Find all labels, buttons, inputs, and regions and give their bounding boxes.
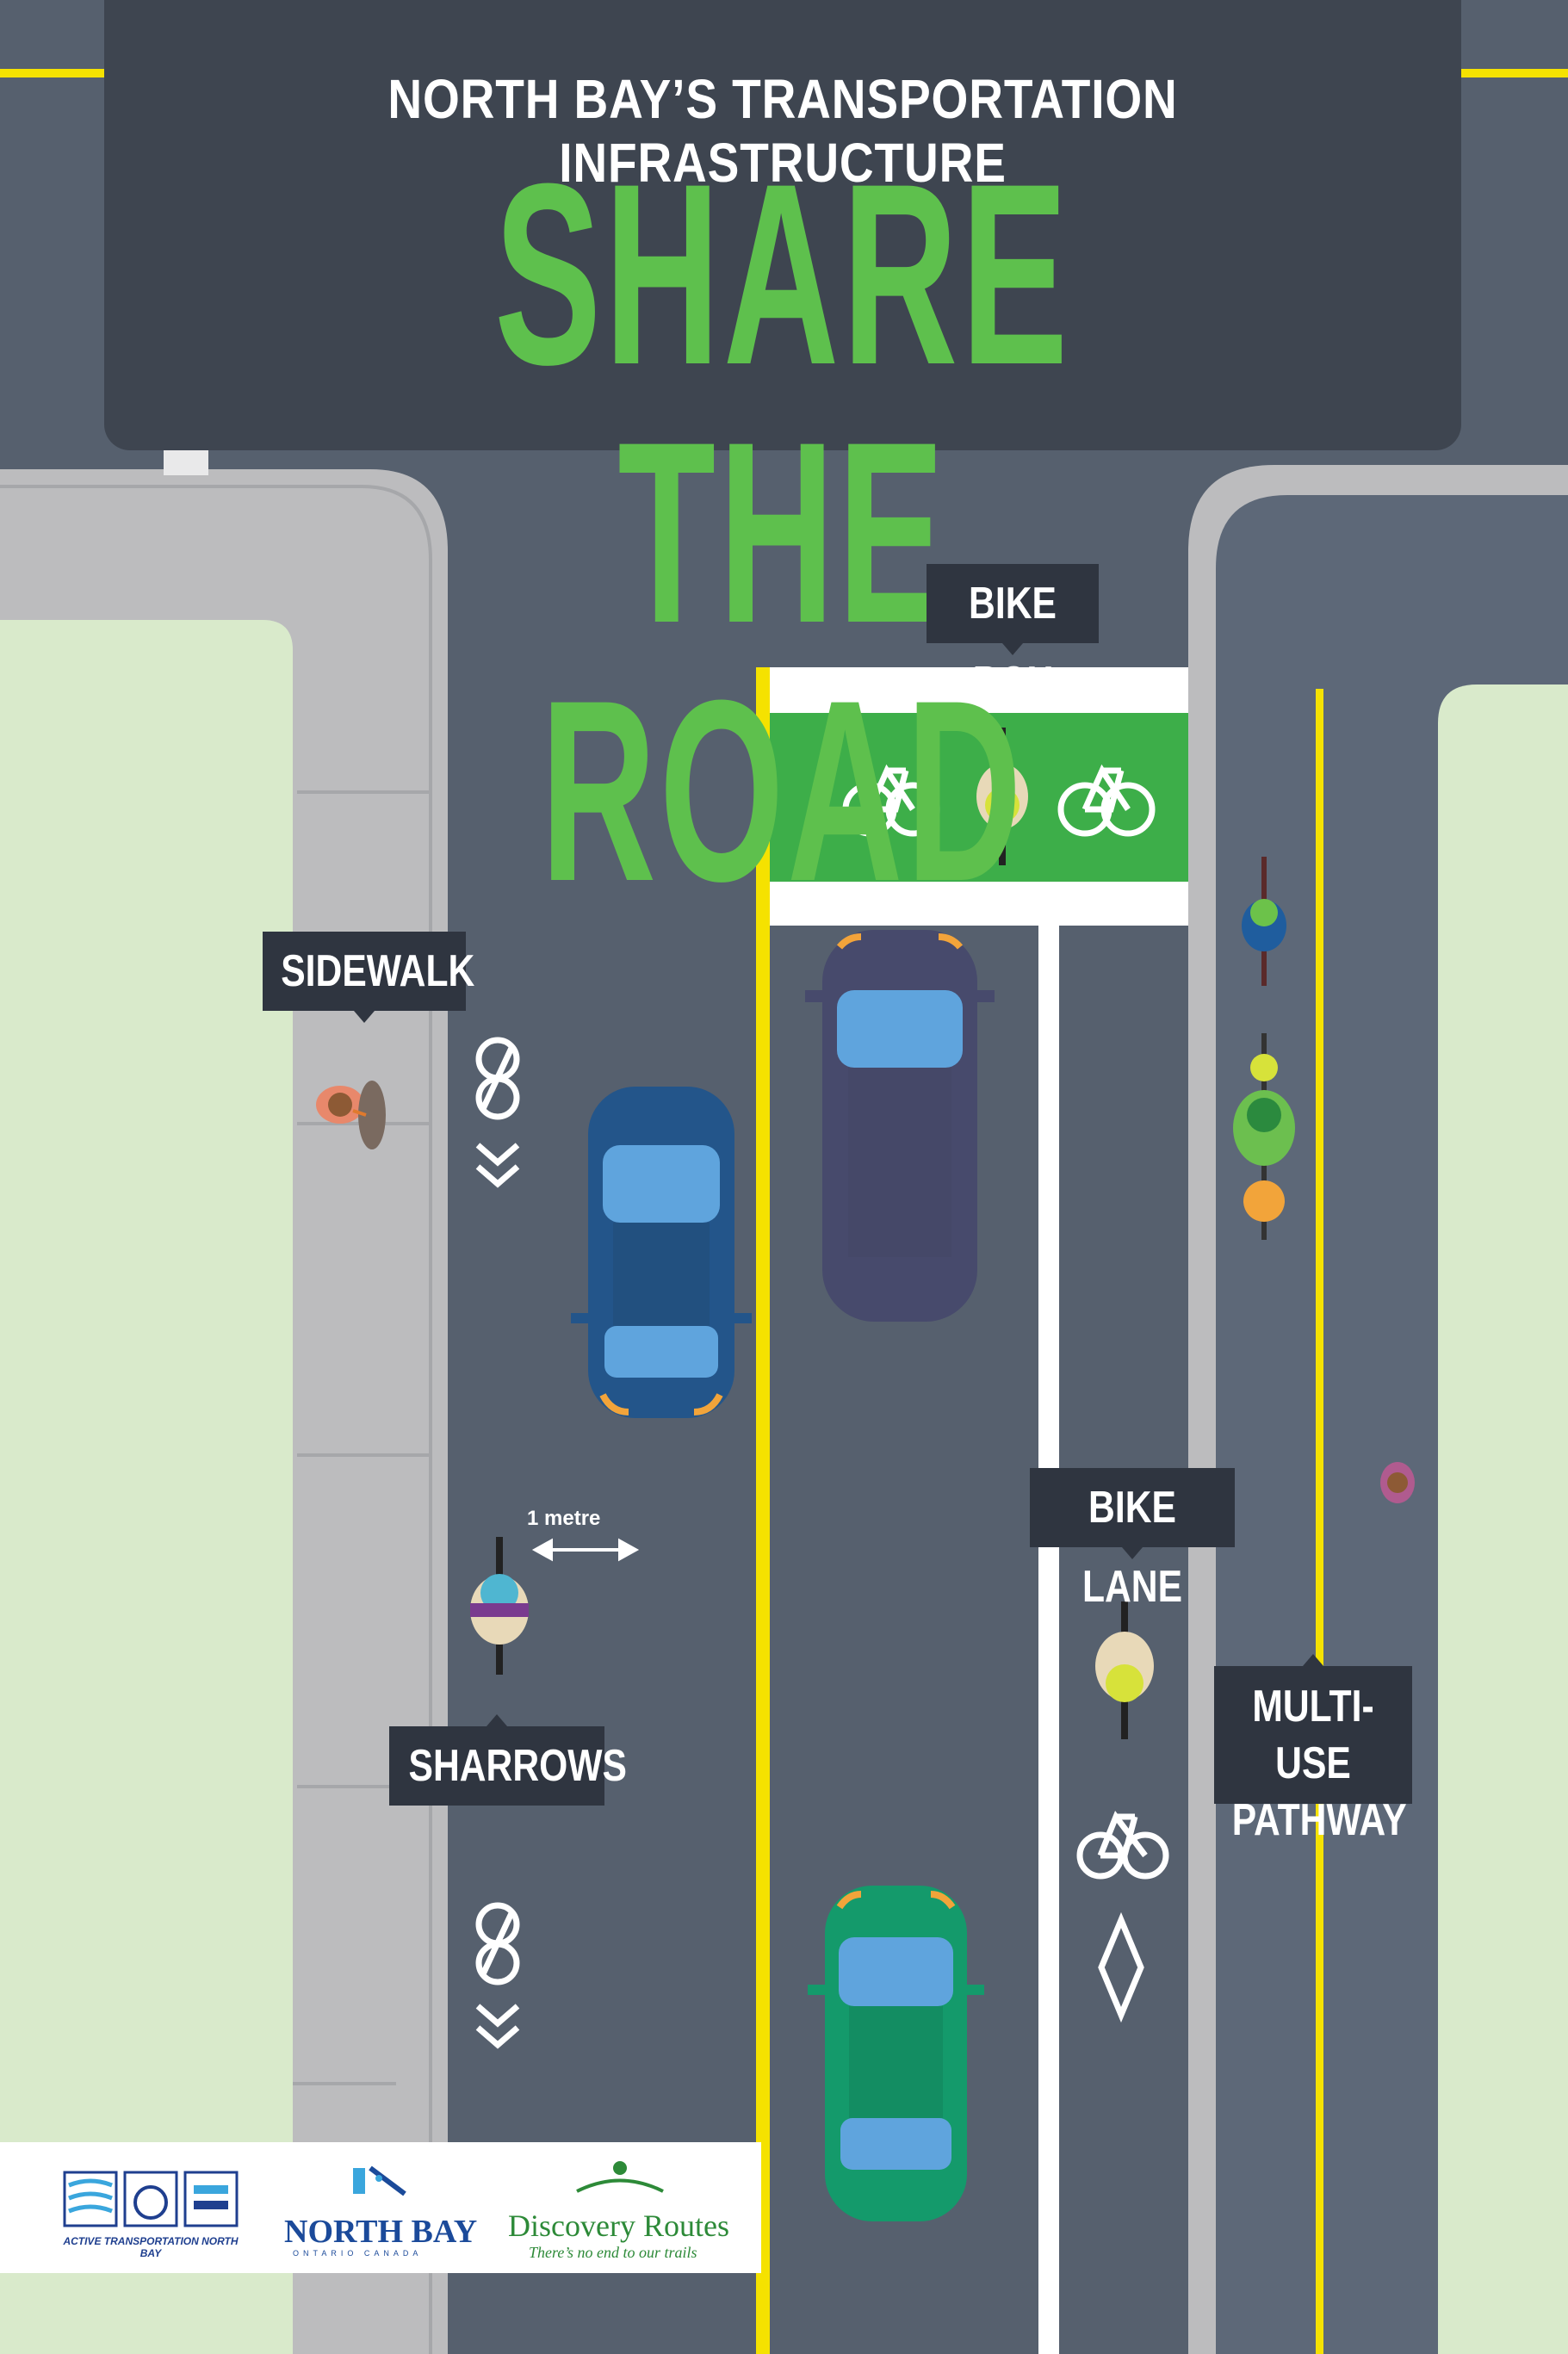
- bike-box-area: [770, 667, 1188, 926]
- cyclist-bike-lane: [1095, 1601, 1154, 1739]
- north-bay-logo-text: NORTH BAY: [284, 2214, 478, 2250]
- sharrow-marking-2: [475, 1902, 520, 2049]
- discovery-routes-tagline: There’s no end to our trails: [529, 2244, 697, 2261]
- right-grass: [1438, 685, 1568, 2354]
- yellow-line-left: [0, 69, 104, 77]
- multi-use-pathway-label: MULTI-USE PATHWAY: [1214, 1654, 1412, 1845]
- sidewalk-label: SIDEWALK: [263, 932, 474, 1023]
- one-metre-label: 1 metre: [527, 1507, 601, 1530]
- pedestrian-with-dog: [316, 1081, 386, 1149]
- north-bay-emblem-icon: [353, 2165, 406, 2196]
- pathway-cyclist-2: [1233, 1033, 1295, 1240]
- north-bay-logo-sub: ONTARIO CANADA: [293, 2249, 423, 2258]
- discovery-routes-logo-text: Discovery Routes: [508, 2208, 729, 2243]
- green-car: [808, 1886, 984, 2221]
- road-centre-line: [756, 667, 770, 2354]
- cyclist-sharrows: [470, 1537, 529, 1675]
- sharrow-marking-1: [475, 1037, 520, 1188]
- discovery-routes-emblem-icon: [576, 2161, 664, 2193]
- bike-box-label: BIKE BOX: [927, 564, 1099, 708]
- left-grass: [0, 620, 293, 2354]
- yellow-line-right: [1461, 69, 1568, 77]
- atnb-logo-text: ACTIVE TRANSPORTATION NORTH BAY: [63, 2235, 239, 2259]
- purple-van: [805, 930, 995, 1322]
- pathway-cyclist-1: [1242, 857, 1286, 986]
- one-metre-arrow: [531, 1538, 640, 1562]
- bike-lane-marking: [1076, 1810, 1169, 2023]
- header-title: SHARE THE ROAD: [494, 129, 1071, 935]
- atnb-logo-mark: [63, 2171, 239, 2227]
- atnb-logo: ACTIVE TRANSPORTATION NORTH BAY: [60, 2168, 241, 2259]
- blue-car: [571, 1087, 752, 1418]
- bike-lane-label: BIKE LANE: [1030, 1468, 1235, 1612]
- sharrows-label: SHARROWS: [389, 1714, 627, 1806]
- header-banner: NORTH BAY’S TRANSPORTATION INFRASTRUCTUR…: [104, 0, 1461, 920]
- pedestrian-right: [1380, 1462, 1415, 1503]
- header-subtitle: NORTH BAY’S TRANSPORTATION INFRASTRUCTUR…: [387, 68, 1178, 194]
- bike-lane-line: [1038, 926, 1059, 2354]
- logos-bar: ACTIVE TRANSPORTATION NORTH BAY NORTH BA…: [0, 2142, 761, 2273]
- pathway-centre-line: [1316, 689, 1323, 2354]
